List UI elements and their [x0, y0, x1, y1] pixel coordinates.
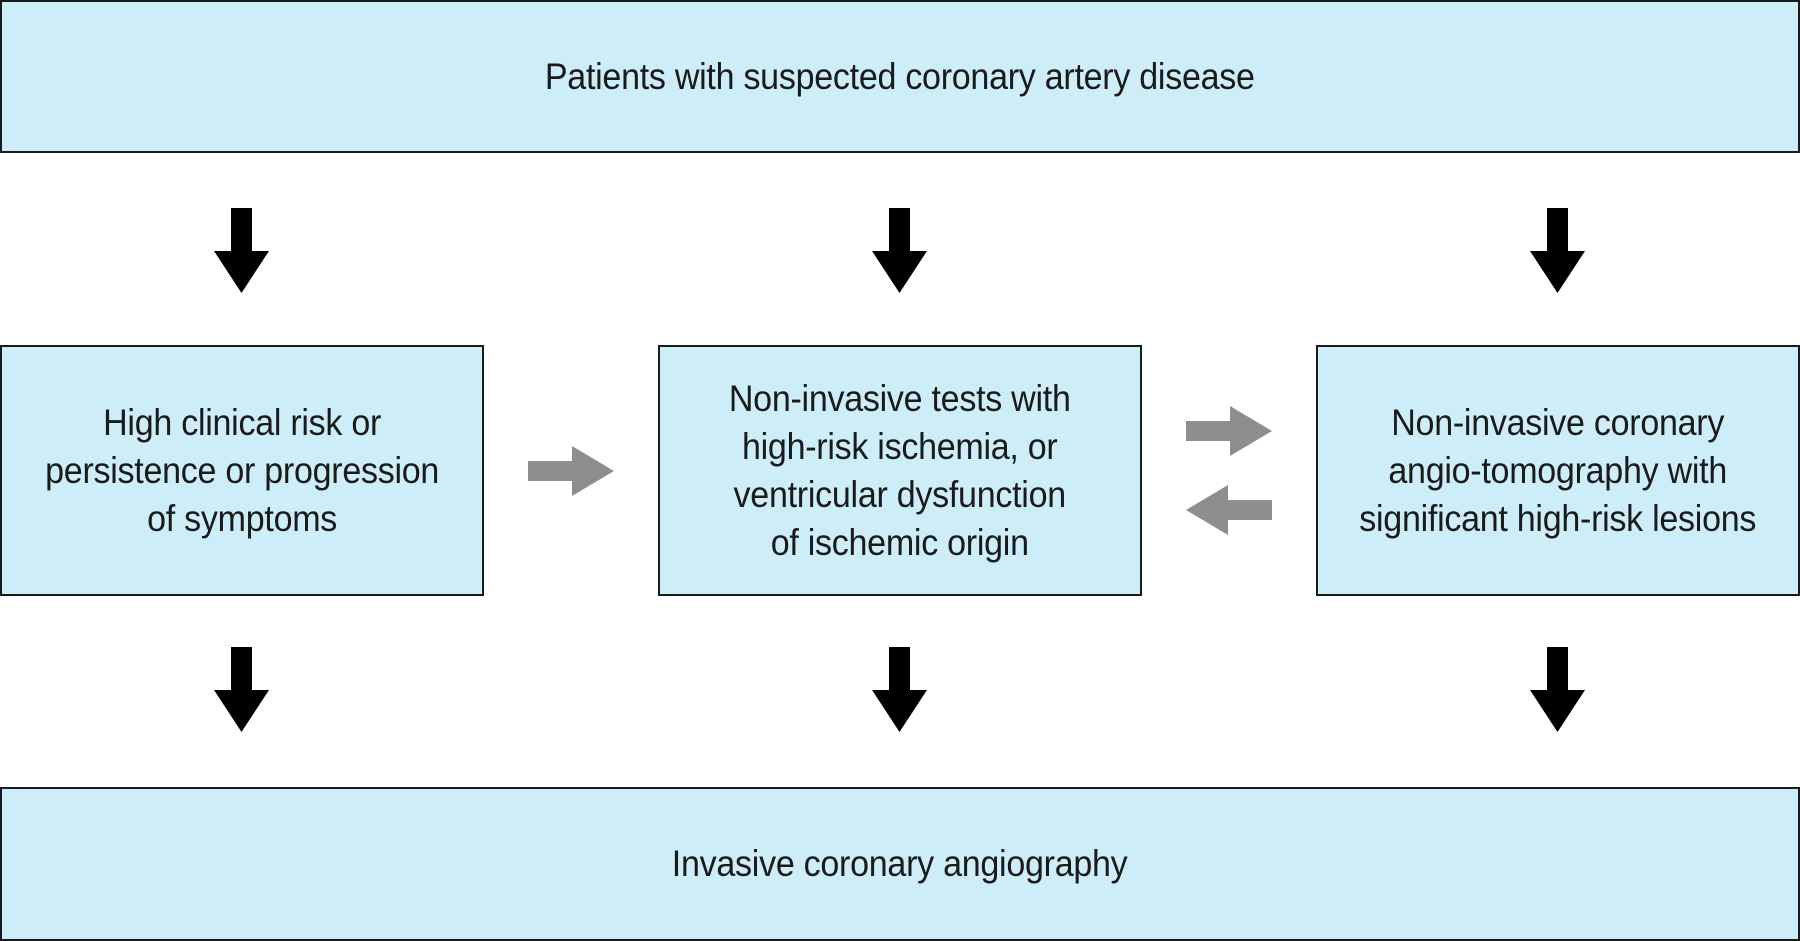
- node-high-clinical-risk: High clinical risk or persistence or pro…: [0, 345, 484, 596]
- arrow-middle-to-right: [1186, 406, 1272, 456]
- arrow-top-to-left: [214, 208, 269, 293]
- arrow-top-to-middle: [872, 208, 927, 293]
- arrow-top-to-right: [1530, 208, 1585, 293]
- node-angio-tomography-label: Non-invasive coronary angio-tomography w…: [1359, 401, 1757, 539]
- arrow-right-to-bottom: [1530, 647, 1585, 732]
- node-angio-tomography: Non-invasive coronary angio-tomography w…: [1316, 345, 1800, 596]
- node-non-invasive-tests-label: Non-invasive tests with high-risk ischem…: [729, 377, 1071, 563]
- node-invasive-angiography: Invasive coronary angiography: [0, 787, 1800, 941]
- arrow-right-to-middle: [1186, 485, 1272, 535]
- node-high-clinical-risk-label: High clinical risk or persistence or pro…: [45, 401, 439, 539]
- arrow-left-to-bottom: [214, 647, 269, 732]
- arrow-middle-to-bottom: [872, 647, 927, 732]
- node-suspected-cad: Patients with suspected coronary artery …: [0, 0, 1800, 153]
- node-non-invasive-tests: Non-invasive tests with high-risk ischem…: [658, 345, 1142, 596]
- node-invasive-angiography-label: Invasive coronary angiography: [672, 843, 1128, 884]
- arrow-left-to-middle: [528, 446, 614, 496]
- node-suspected-cad-label: Patients with suspected coronary artery …: [545, 55, 1255, 97]
